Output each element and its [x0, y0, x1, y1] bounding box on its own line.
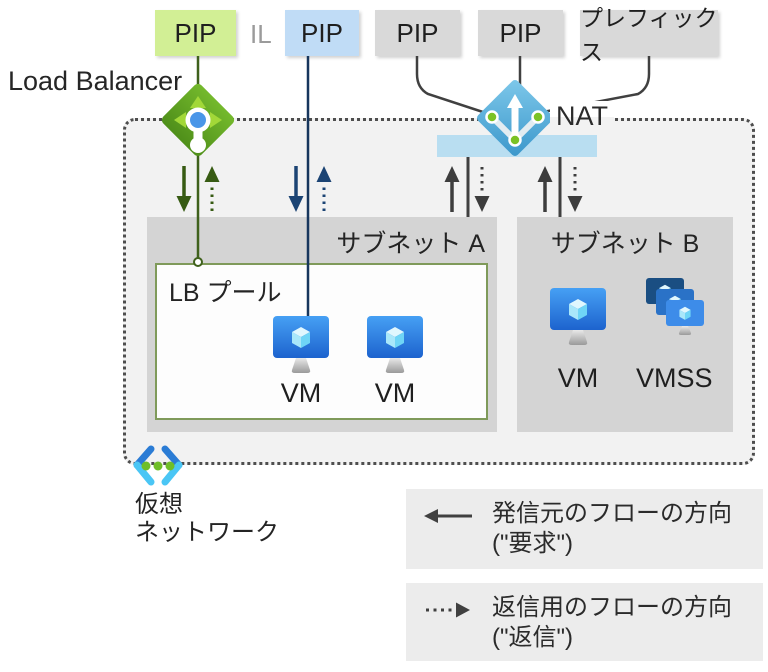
subnet-b-label: サブネット B	[550, 230, 700, 258]
nat-pip1-connector	[415, 56, 490, 116]
subnet-a-label: サブネット A	[336, 230, 485, 258]
pip-box-load-balancer: PIP	[155, 10, 236, 56]
vm-2-label: VM	[374, 378, 416, 408]
dotted-right-arrow-icon	[426, 602, 470, 618]
legend-reply: 返信用のフローの方向 ("返信")	[406, 583, 763, 661]
solid-left-arrow-icon	[424, 509, 472, 523]
subnet-b-box: サブネット B	[517, 217, 733, 432]
pip-box-nat-1: PIP	[375, 10, 460, 56]
vm-b-label: VM	[557, 363, 599, 393]
virtual-network-caption-line2: ネットワーク	[135, 519, 279, 546]
prefix-label: プレフィックス	[580, 5, 718, 65]
nat-title: NAT	[550, 101, 614, 132]
il-label: IL	[250, 19, 272, 49]
nat-subnet-bar	[437, 135, 597, 157]
pip-label: PIP	[174, 17, 217, 48]
pip-label: PIP	[396, 17, 439, 48]
pip-label: PIP	[499, 17, 542, 48]
prefix-box: プレフィックス	[580, 5, 718, 65]
legend-request: 発信元のフローの方向 ("要求")	[406, 489, 763, 569]
legend-request-line2: ("要求")	[492, 530, 574, 557]
vmss-label: VMSS	[636, 363, 713, 393]
pip-label: PIP	[301, 17, 343, 48]
legend-reply-line1: 返信用のフローの方向	[492, 594, 732, 621]
pip-box-nat-2: PIP	[478, 10, 563, 56]
load-balancer-title: Load Balancer	[8, 66, 183, 96]
vm-1-label: VM	[280, 378, 322, 408]
lb-pool-label: LB プール	[169, 279, 282, 307]
virtual-network-caption: 仮想 ネットワーク	[135, 491, 279, 547]
legend-request-line1: 発信元のフローの方向	[492, 500, 732, 527]
pip-box-internal: PIP	[285, 10, 359, 56]
virtual-network-caption-line1: 仮想	[135, 491, 183, 518]
legend-reply-line2: ("返信")	[492, 624, 574, 651]
